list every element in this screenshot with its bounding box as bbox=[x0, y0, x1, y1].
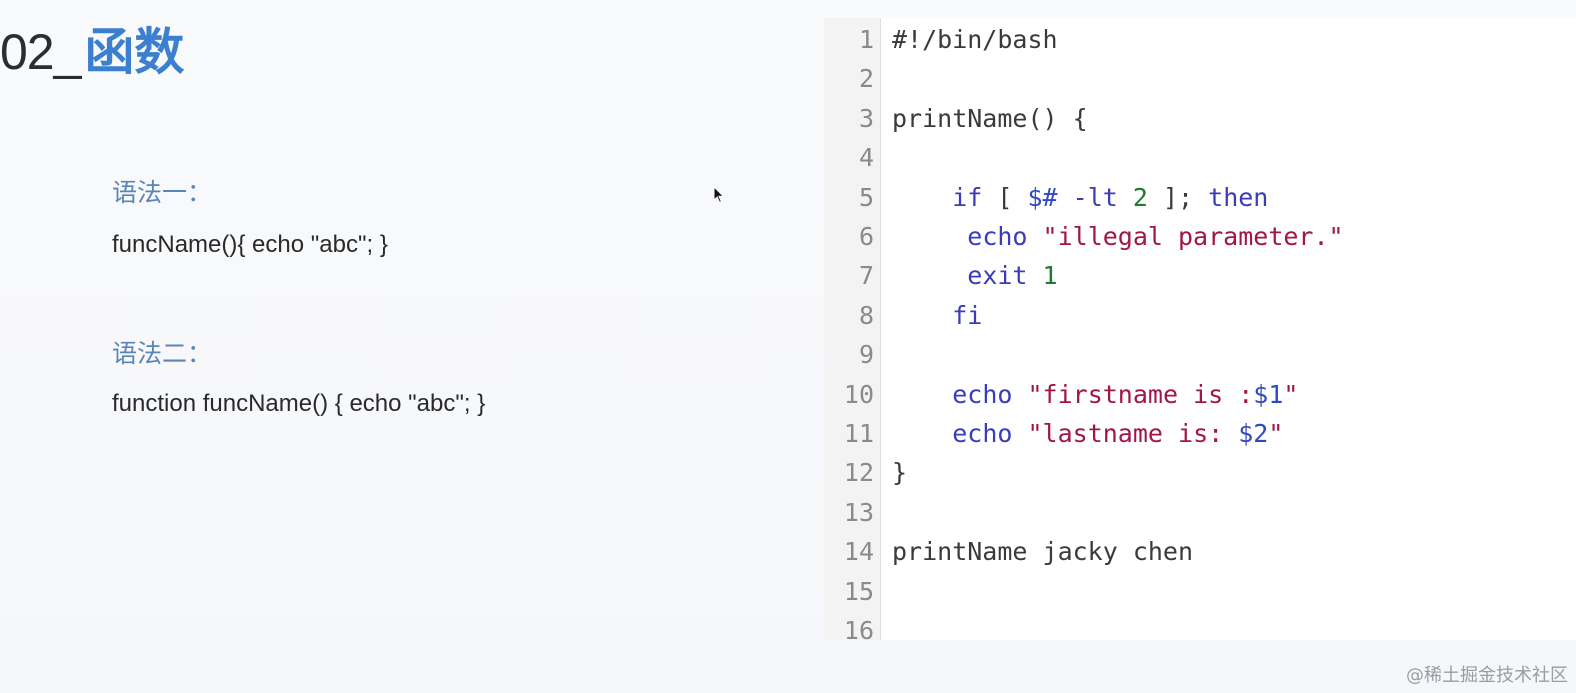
code-token: $# bbox=[1027, 182, 1058, 212]
watermark: @稀土掘金技术社区 bbox=[1406, 665, 1568, 686]
code-text: #!/bin/bash bbox=[892, 20, 1058, 60]
code-text: printName() { bbox=[892, 99, 1088, 139]
code-text: exit 1 bbox=[892, 256, 1058, 296]
code-line: 13 bbox=[824, 493, 1576, 533]
code-token: [ bbox=[982, 182, 1028, 212]
code-line: 2 bbox=[824, 59, 1576, 99]
code-line: 15 bbox=[824, 572, 1576, 612]
line-number: 10 bbox=[843, 379, 874, 409]
code-token: printName() { bbox=[892, 103, 1088, 133]
code-text: printName jacky chen bbox=[892, 532, 1193, 572]
code-token: " bbox=[1268, 419, 1284, 448]
code-text: fi bbox=[892, 296, 982, 336]
code-line: 16 bbox=[824, 611, 1576, 640]
syntax-two-label: 语法二： bbox=[112, 339, 213, 368]
line-number: 15 bbox=[843, 576, 874, 606]
code-token: echo bbox=[967, 222, 1028, 251]
line-number: 14 bbox=[843, 537, 874, 567]
title-number: 02_ bbox=[0, 24, 81, 80]
code-token: 2 bbox=[1132, 182, 1148, 212]
line-number: 12 bbox=[843, 458, 874, 488]
line-number: 4 bbox=[858, 143, 874, 173]
code-token: 1 bbox=[1042, 261, 1058, 291]
code-token bbox=[892, 222, 967, 251]
code-line: 12} bbox=[824, 453, 1576, 493]
code-line: 8 fi bbox=[824, 296, 1576, 336]
code-line: 5 if [ $# -lt 2 ]; then bbox=[824, 178, 1576, 218]
code-line: 10 echo "firstname is :$1" bbox=[824, 375, 1576, 415]
syntax-one-code: funcName(){ echo "abc"; } bbox=[112, 231, 388, 258]
code-line: 1 #!/bin/bash bbox=[824, 20, 1576, 60]
line-number: 9 bbox=[858, 340, 874, 370]
code-token: "illegal parameter." bbox=[1042, 222, 1344, 251]
code-token bbox=[1027, 222, 1042, 251]
code-token: " bbox=[1283, 379, 1299, 409]
code-text: } bbox=[892, 453, 907, 493]
code-token bbox=[892, 301, 952, 330]
line-number: 3 bbox=[858, 103, 874, 133]
code-line: 4 bbox=[824, 138, 1576, 178]
code-token: then bbox=[1208, 182, 1269, 212]
code-line: 7 exit 1 bbox=[824, 256, 1576, 296]
code-token bbox=[892, 380, 952, 409]
slide-title: 02_函数 bbox=[0, 20, 184, 84]
code-editor[interactable]: 1 #!/bin/bash 2 3 printName() { 4 5 if [ $# -l… bbox=[824, 18, 1576, 640]
code-line: 3 printName() { bbox=[824, 99, 1576, 139]
line-number: 8 bbox=[858, 300, 874, 330]
code-token bbox=[1027, 261, 1042, 290]
syntax-one-label: 语法一： bbox=[112, 178, 213, 207]
line-number: 16 bbox=[843, 616, 874, 640]
code-token: $2 bbox=[1238, 419, 1269, 448]
code-token: "firstname is : bbox=[1027, 379, 1254, 409]
code-line: 6 echo "illegal parameter." bbox=[824, 217, 1576, 257]
title-text: 函数 bbox=[84, 24, 185, 80]
code-token: ]; bbox=[1147, 182, 1209, 212]
code-text: echo "lastname is: $2" bbox=[892, 414, 1283, 454]
code-token: fi bbox=[952, 300, 983, 330]
line-number: 7 bbox=[858, 261, 874, 291]
code-token: #!/bin/bash bbox=[892, 25, 1058, 54]
syntax-two-code: function funcName() { echo "abc"; } bbox=[112, 390, 486, 417]
line-number: 2 bbox=[858, 64, 874, 94]
line-number: 11 bbox=[843, 419, 874, 448]
mouse-pointer-icon bbox=[713, 186, 725, 204]
code-text: if [ $# -lt 2 ]; then bbox=[892, 178, 1268, 218]
code-token bbox=[892, 419, 952, 448]
code-token: "lastname is: bbox=[1027, 419, 1239, 448]
code-line: 11 echo "lastname is: $2" bbox=[824, 414, 1576, 454]
code-text: echo "illegal parameter." bbox=[892, 217, 1344, 257]
line-number: 5 bbox=[858, 182, 874, 212]
code-text: echo "firstname is :$1" bbox=[892, 375, 1298, 415]
code-token: if bbox=[952, 182, 983, 212]
code-line: 9 bbox=[824, 335, 1576, 375]
code-token bbox=[892, 261, 967, 290]
code-token: -lt bbox=[1057, 182, 1133, 212]
code-token bbox=[1012, 380, 1027, 409]
code-token: } bbox=[892, 458, 908, 488]
code-token bbox=[1012, 419, 1027, 448]
code-line: 14 printName jacky chen bbox=[824, 532, 1576, 572]
line-number: 6 bbox=[858, 222, 874, 251]
code-token: $1 bbox=[1253, 379, 1284, 409]
code-token: echo bbox=[952, 379, 1013, 409]
code-token: echo bbox=[952, 419, 1013, 448]
code-token: exit bbox=[967, 261, 1028, 291]
line-number-gutter bbox=[824, 18, 881, 640]
code-token bbox=[892, 183, 952, 212]
line-number: 13 bbox=[843, 497, 874, 527]
code-token: printName jacky chen bbox=[892, 537, 1194, 567]
line-number: 1 bbox=[858, 25, 874, 54]
